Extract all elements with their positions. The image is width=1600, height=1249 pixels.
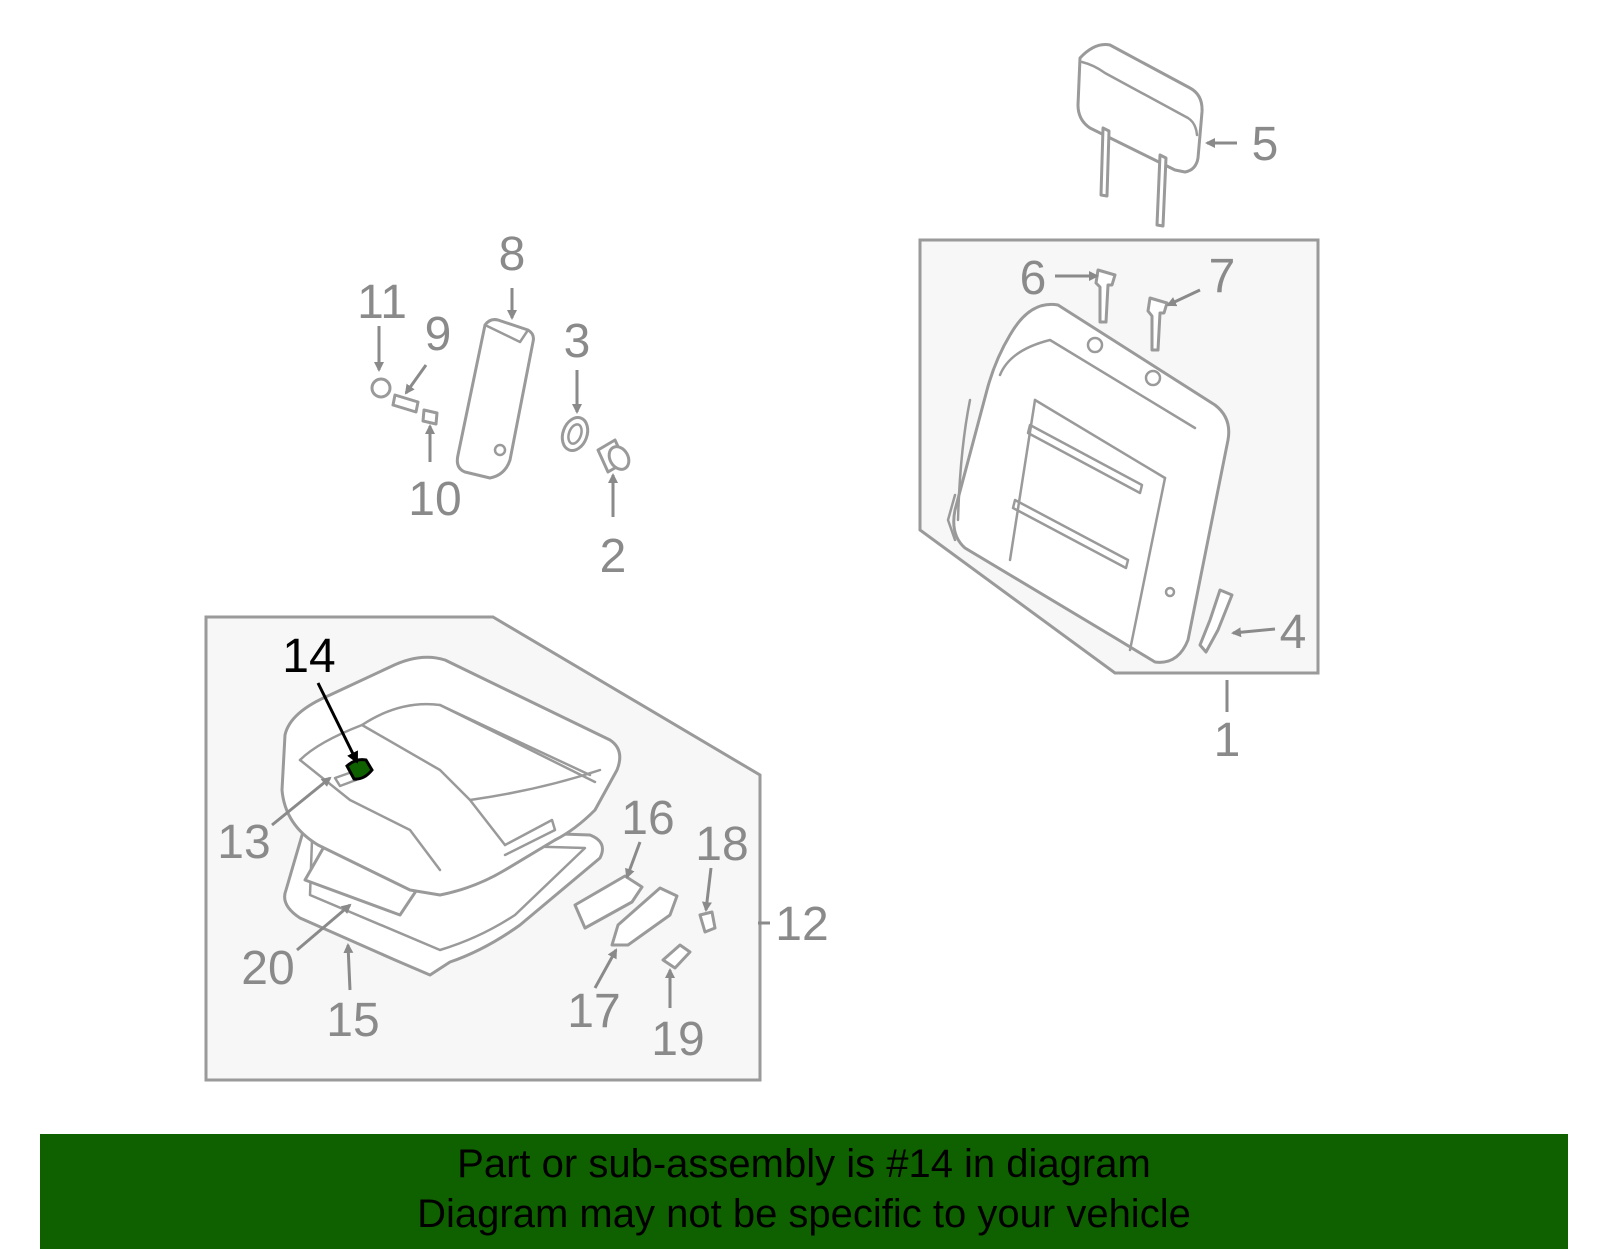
callout-3: 3	[564, 315, 591, 368]
callout-20: 20	[241, 942, 294, 995]
seat-cushion-assembly	[204, 615, 762, 1082]
info-banner: Part or sub-assembly is #14 in diagram D…	[40, 1134, 1568, 1249]
banner-line-disclaimer: Diagram may not be specific to your vehi…	[417, 1192, 1191, 1236]
seat-cushion	[280, 655, 622, 897]
part-5-headrest	[1076, 43, 1204, 174]
callout-18: 18	[695, 818, 748, 871]
part-9-bolt	[391, 393, 420, 414]
callout-8: 8	[499, 228, 526, 281]
part-3-washer	[560, 416, 590, 452]
part-8-armrest	[455, 318, 535, 480]
callout-7: 7	[1209, 250, 1236, 303]
callout-15: 15	[326, 994, 379, 1047]
headrest	[1076, 43, 1204, 228]
callout-19: 19	[651, 1013, 704, 1066]
callout-6: 6	[1020, 252, 1047, 305]
callout-12: 12	[775, 898, 828, 951]
callout-labels: 1 2 3 4 5 6 7 8 9 10 11 12 13 14 15 16 1…	[217, 118, 1306, 1066]
part-7-guide	[1146, 296, 1169, 352]
seat-back-assembly	[918, 238, 1320, 675]
part-11-cap	[370, 377, 392, 399]
part-17-cover	[610, 886, 679, 947]
leaders	[271, 138, 1276, 1008]
callout-10: 10	[408, 473, 461, 526]
part-18-clip	[698, 910, 717, 934]
part-10-nut	[421, 408, 439, 426]
part-19-clip	[661, 943, 692, 970]
callout-2: 2	[600, 530, 627, 583]
banner-line-part: Part or sub-assembly is #14 in diagram	[457, 1142, 1151, 1186]
callout-5: 5	[1252, 118, 1279, 171]
part-4-trim	[1198, 588, 1234, 654]
part-6-guide	[1094, 268, 1117, 324]
seat-back	[952, 302, 1231, 664]
callout-13: 13	[217, 816, 270, 869]
callout-1: 1	[1214, 714, 1241, 767]
callout-4: 4	[1280, 606, 1307, 659]
armrest-group	[370, 318, 631, 480]
part-16-cover	[573, 874, 644, 930]
callout-17: 17	[567, 985, 620, 1038]
callout-16: 16	[621, 792, 674, 845]
callout-11: 11	[357, 276, 407, 329]
callout-9: 9	[425, 308, 452, 361]
callout-14: 14	[282, 630, 335, 683]
